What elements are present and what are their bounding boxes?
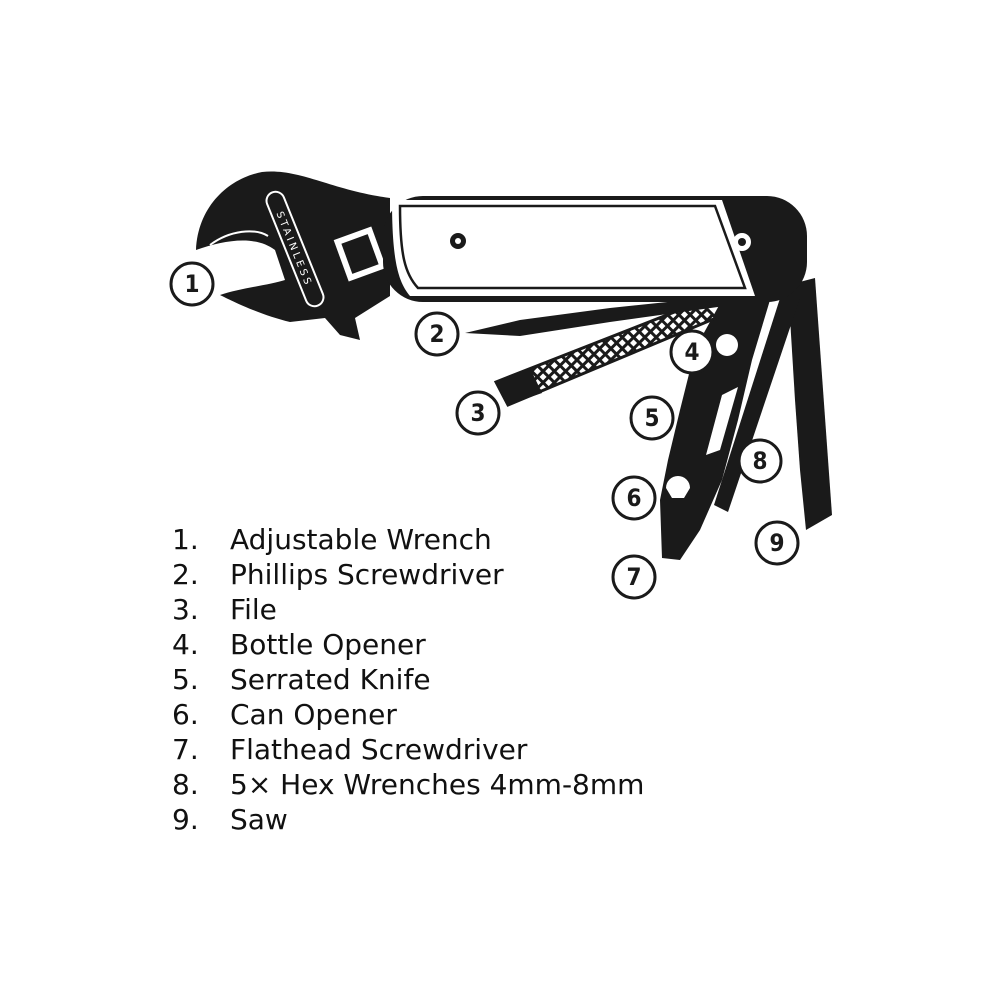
hex-wrench-blade <box>714 292 802 512</box>
wrench-head: STAINLESS <box>196 171 390 340</box>
callout-7: 7 <box>611 554 657 600</box>
legend-item: 8.5× Hex Wrenches 4mm-8mm <box>172 768 645 801</box>
callout-1: 1 <box>169 261 215 307</box>
callout-2: 2 <box>414 311 460 357</box>
callout-markers: 1 2 3 4 5 6 7 8 9 <box>169 261 800 600</box>
handle <box>383 196 807 302</box>
legend-item: 6.Can Opener <box>172 698 397 731</box>
legend-item: 3.File <box>172 593 277 626</box>
callout-6: 6 <box>611 475 657 521</box>
callout-number: 8 <box>752 447 767 475</box>
callout-4: 4 <box>669 329 715 375</box>
legend-item: 5.Serrated Knife <box>172 663 431 696</box>
callout-number: 6 <box>626 484 641 512</box>
callout-number: 2 <box>429 320 444 348</box>
callout-number: 9 <box>769 529 784 557</box>
legend-item: 4.Bottle Opener <box>172 628 426 661</box>
callout-number: 7 <box>626 563 641 591</box>
callout-9: 9 <box>754 520 800 566</box>
callout-3: 3 <box>455 390 501 436</box>
callout-8: 8 <box>737 438 783 484</box>
screw-icon <box>738 238 746 246</box>
phillips-screwdriver-blade <box>465 296 725 336</box>
callout-number: 5 <box>644 404 659 432</box>
callout-number: 1 <box>184 270 199 298</box>
callout-number: 3 <box>470 399 485 427</box>
callout-number: 4 <box>684 338 699 366</box>
legend-item: 9.Saw <box>172 803 288 836</box>
legend-item: 1.Adjustable Wrench <box>172 523 492 556</box>
legend-item: 7.Flathead Screwdriver <box>172 733 528 766</box>
legend-item: 2.Phillips Screwdriver <box>172 558 504 591</box>
callout-5: 5 <box>629 395 675 441</box>
multi-opener-blade <box>660 300 770 560</box>
screw-icon <box>455 238 461 244</box>
tool-legend: 1.Adjustable Wrench 2.Phillips Screwdriv… <box>172 522 644 837</box>
file-blade <box>493 300 719 407</box>
